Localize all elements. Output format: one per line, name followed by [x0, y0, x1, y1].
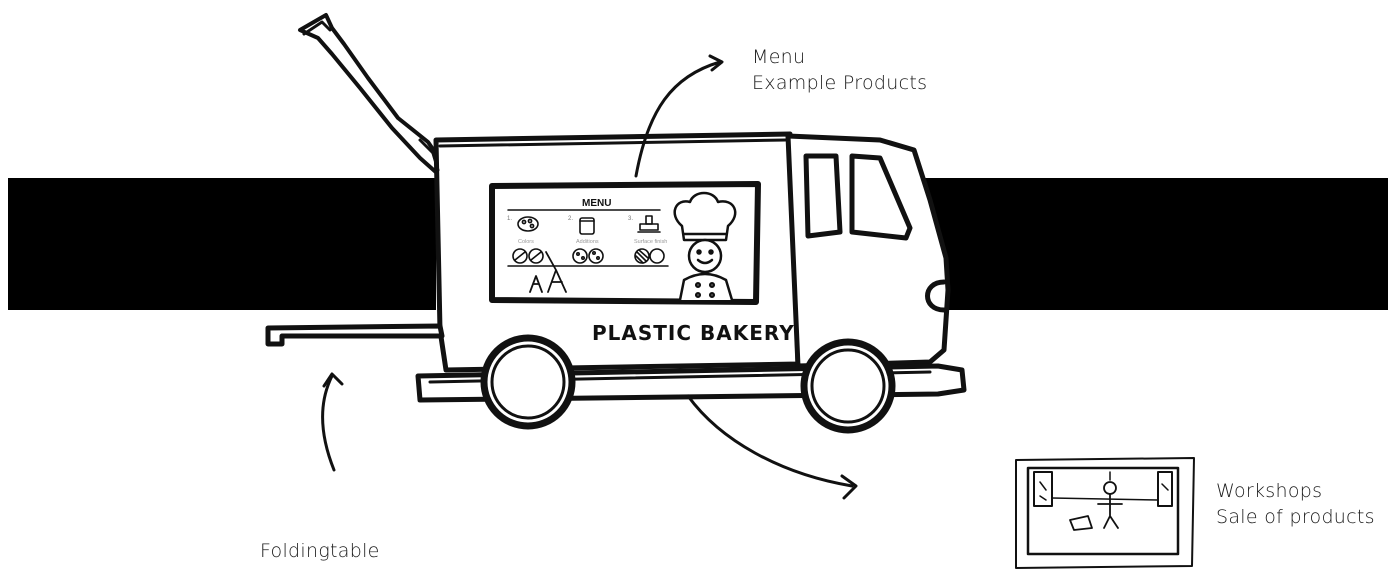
menu-step-1-label: Colors	[518, 239, 534, 245]
menu-step-3-number: 3.	[628, 216, 633, 222]
menu-step-1-number: 1.	[507, 216, 512, 222]
front-wheel	[804, 342, 892, 430]
annotation-workshops-line1: Workshops	[1216, 478, 1375, 504]
cab-window-side	[806, 156, 840, 236]
black-band-right	[880, 178, 1388, 310]
annotation-menu-line1: Menu	[752, 44, 927, 70]
folding-table	[268, 326, 442, 344]
annotation-folding-table: Foldingtable	[260, 538, 380, 564]
annotation-workshops-line2: Sale of products	[1216, 504, 1375, 530]
menu-step-2-number: 2.	[568, 216, 573, 222]
menu-board-title: MENU	[582, 198, 611, 209]
black-band-left	[8, 178, 436, 310]
serving-flap	[300, 15, 446, 174]
annotation-menu: Menu Example Products	[752, 44, 927, 96]
headlight	[928, 282, 945, 310]
menu-step-2-label: Additions	[576, 239, 599, 245]
truck-brand: PLASTIC BAKERY	[592, 321, 795, 345]
workshop-sketch	[1016, 458, 1194, 568]
rear-wheel	[484, 338, 572, 426]
arrow-folding-table	[323, 376, 335, 470]
annotation-folding-table-line1: Foldingtable	[260, 538, 380, 564]
annotation-workshops: Workshops Sale of products	[1216, 478, 1375, 530]
menu-step-3-label: Surface finish	[634, 239, 667, 245]
annotation-menu-line2: Example Products	[752, 70, 927, 96]
